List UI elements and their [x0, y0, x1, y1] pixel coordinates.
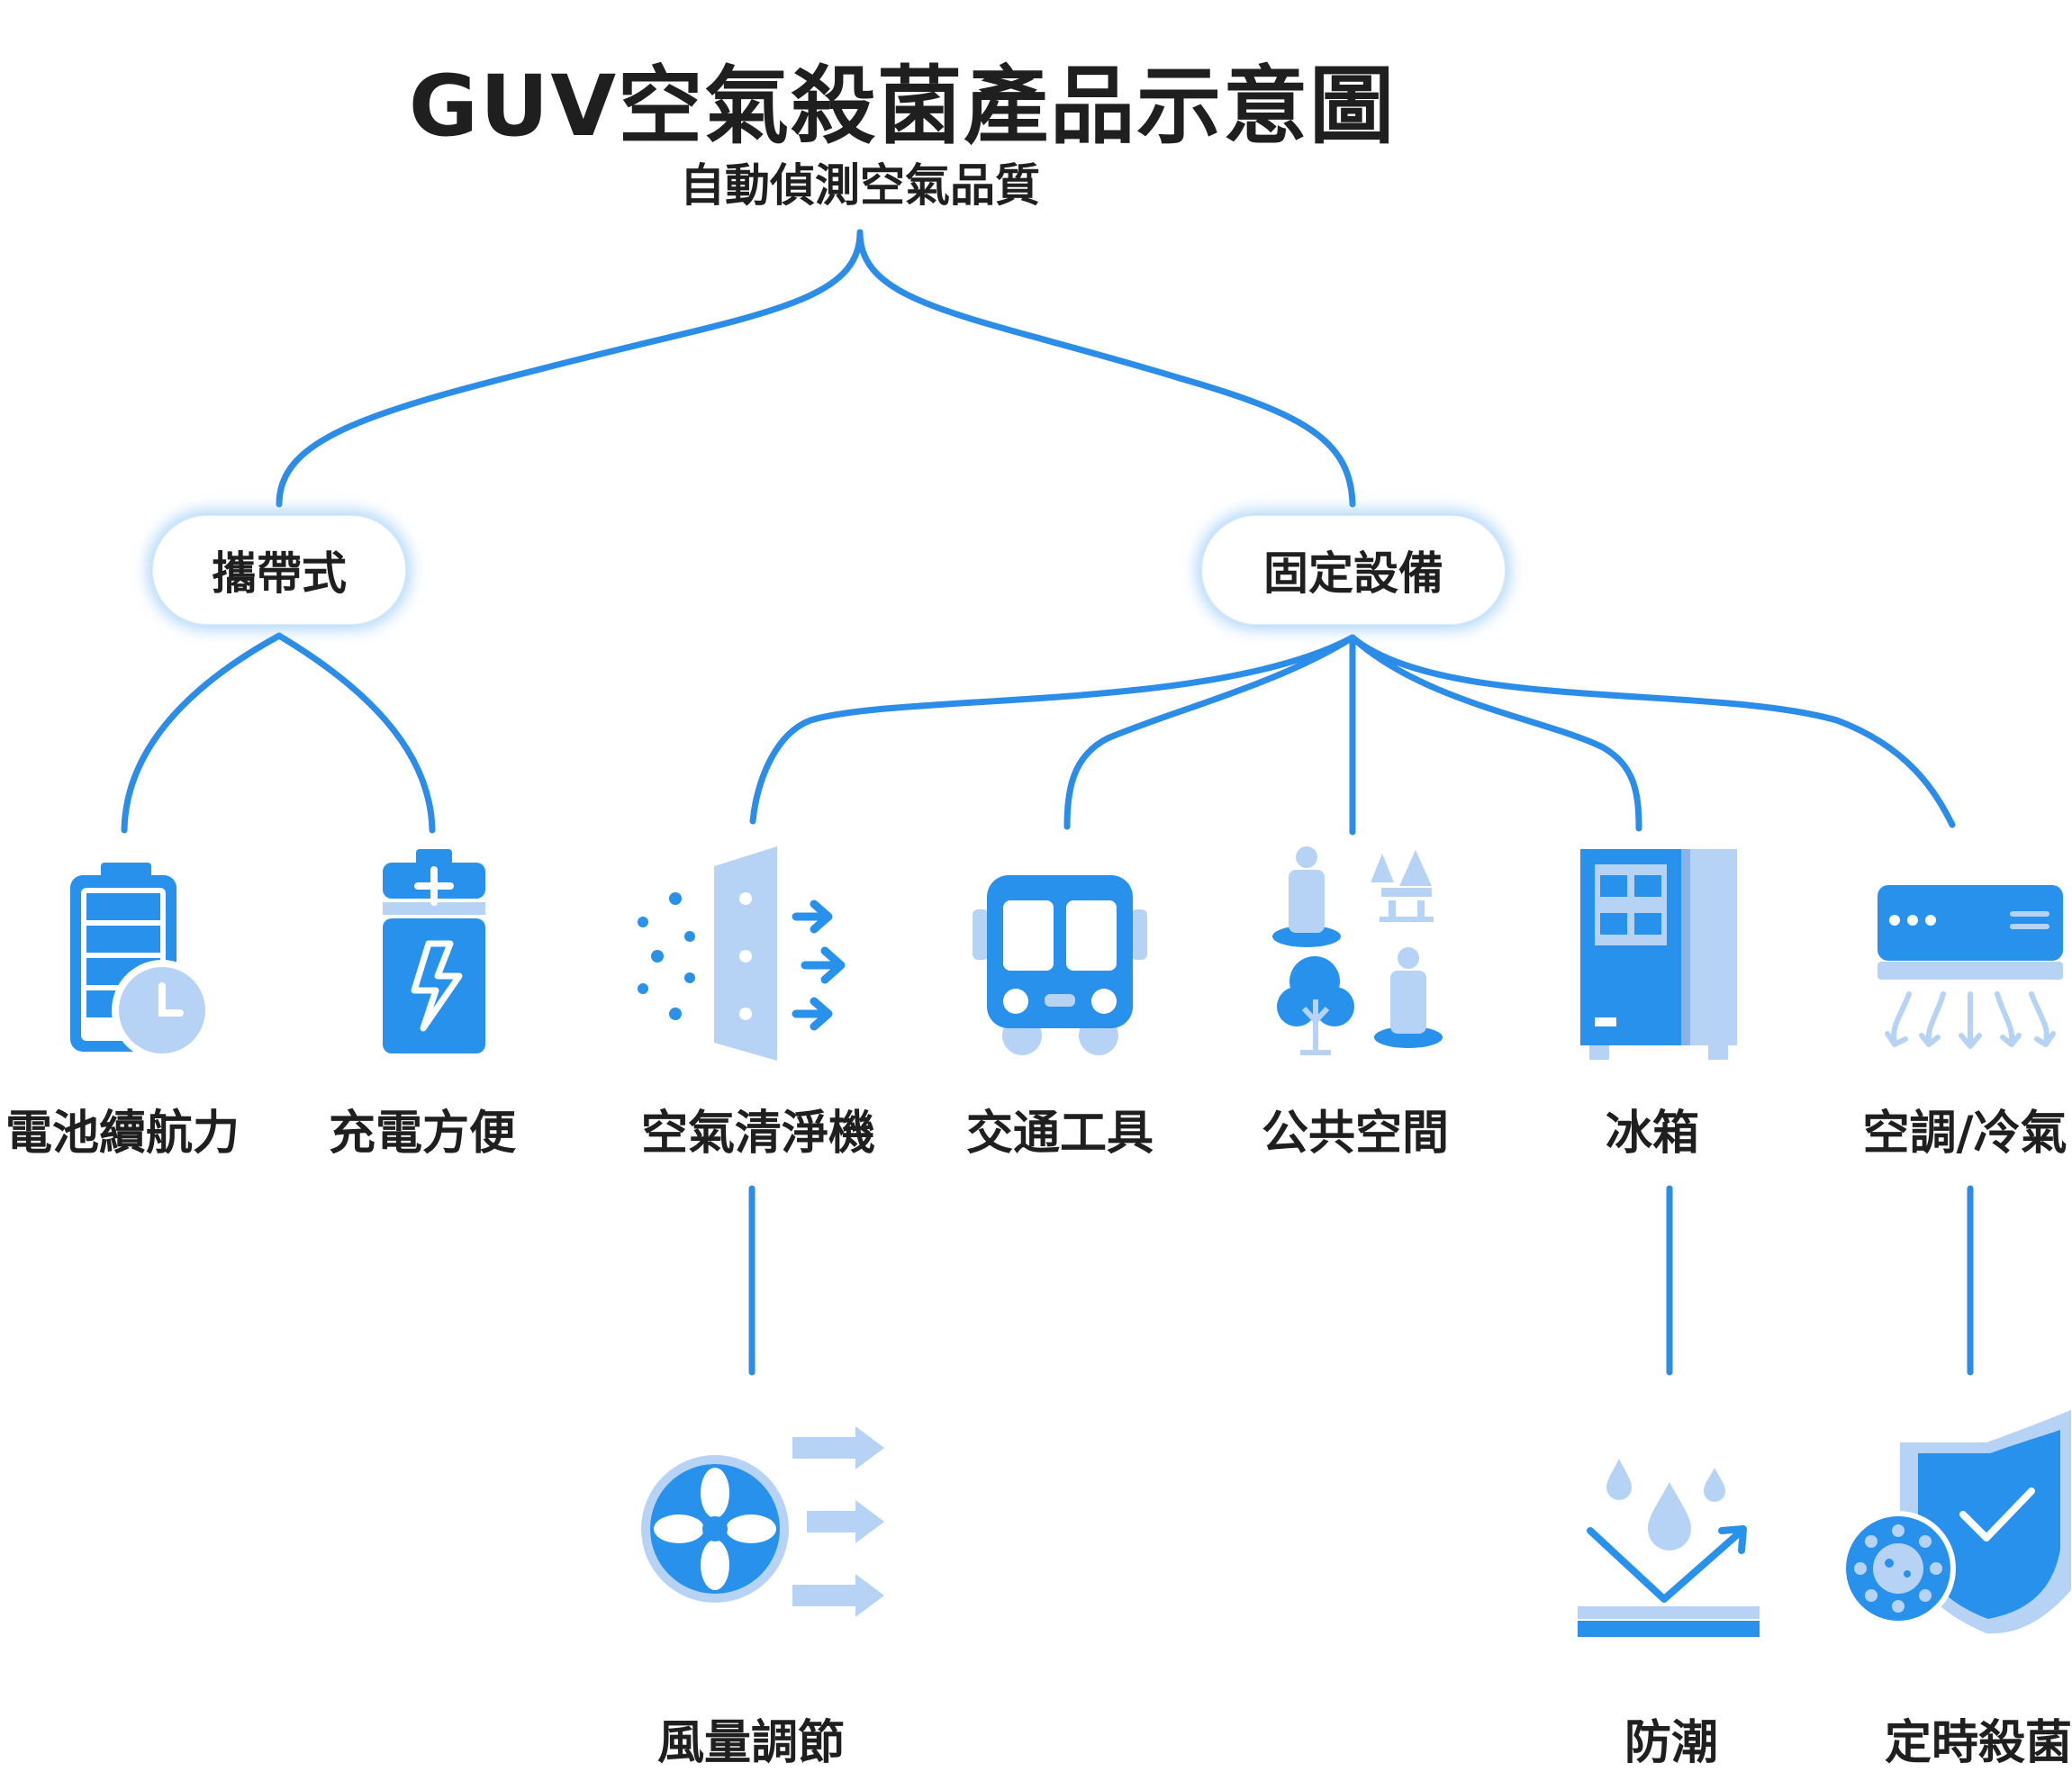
page-subtitle: 自動偵測空氣品質 — [680, 159, 1040, 212]
connector-root-portable — [276, 229, 864, 508]
feature-label-airflow: 風量調節 — [656, 1716, 846, 1770]
category-portable: 攜帶式 — [152, 515, 406, 625]
connector-portable-charge — [276, 632, 436, 834]
item-label-battery: 電池續航力 — [5, 1107, 240, 1161]
page-title: GUV空氣殺菌產品示意圖 — [408, 58, 1397, 156]
item-label-charging: 充電方便 — [328, 1107, 517, 1161]
connector-portable-battery — [121, 632, 283, 834]
item-label-purifier: 空氣清淨機 — [640, 1107, 876, 1161]
connector-root-fixed — [856, 229, 1356, 508]
item-label-public-space: 公共空間 — [1261, 1107, 1450, 1161]
connector-fixed-fridge — [1349, 634, 1642, 832]
item-label-fridge: 冰箱 — [1605, 1107, 1700, 1161]
connector-fixed-bus — [1063, 634, 1356, 830]
category-fixed: 固定設備 — [1201, 515, 1506, 625]
item-label-air-conditioner: 空調/冷氣 — [1862, 1107, 2067, 1161]
item-label-vehicle: 交通工具 — [965, 1107, 1154, 1161]
connector-fixed-ac — [1349, 634, 1956, 828]
feature-label-moisture: 防潮 — [1624, 1716, 1719, 1770]
connector-fixed-purifier — [749, 634, 1356, 825]
feature-label-timed-sterilize: 定時殺菌 — [1884, 1716, 2072, 1770]
